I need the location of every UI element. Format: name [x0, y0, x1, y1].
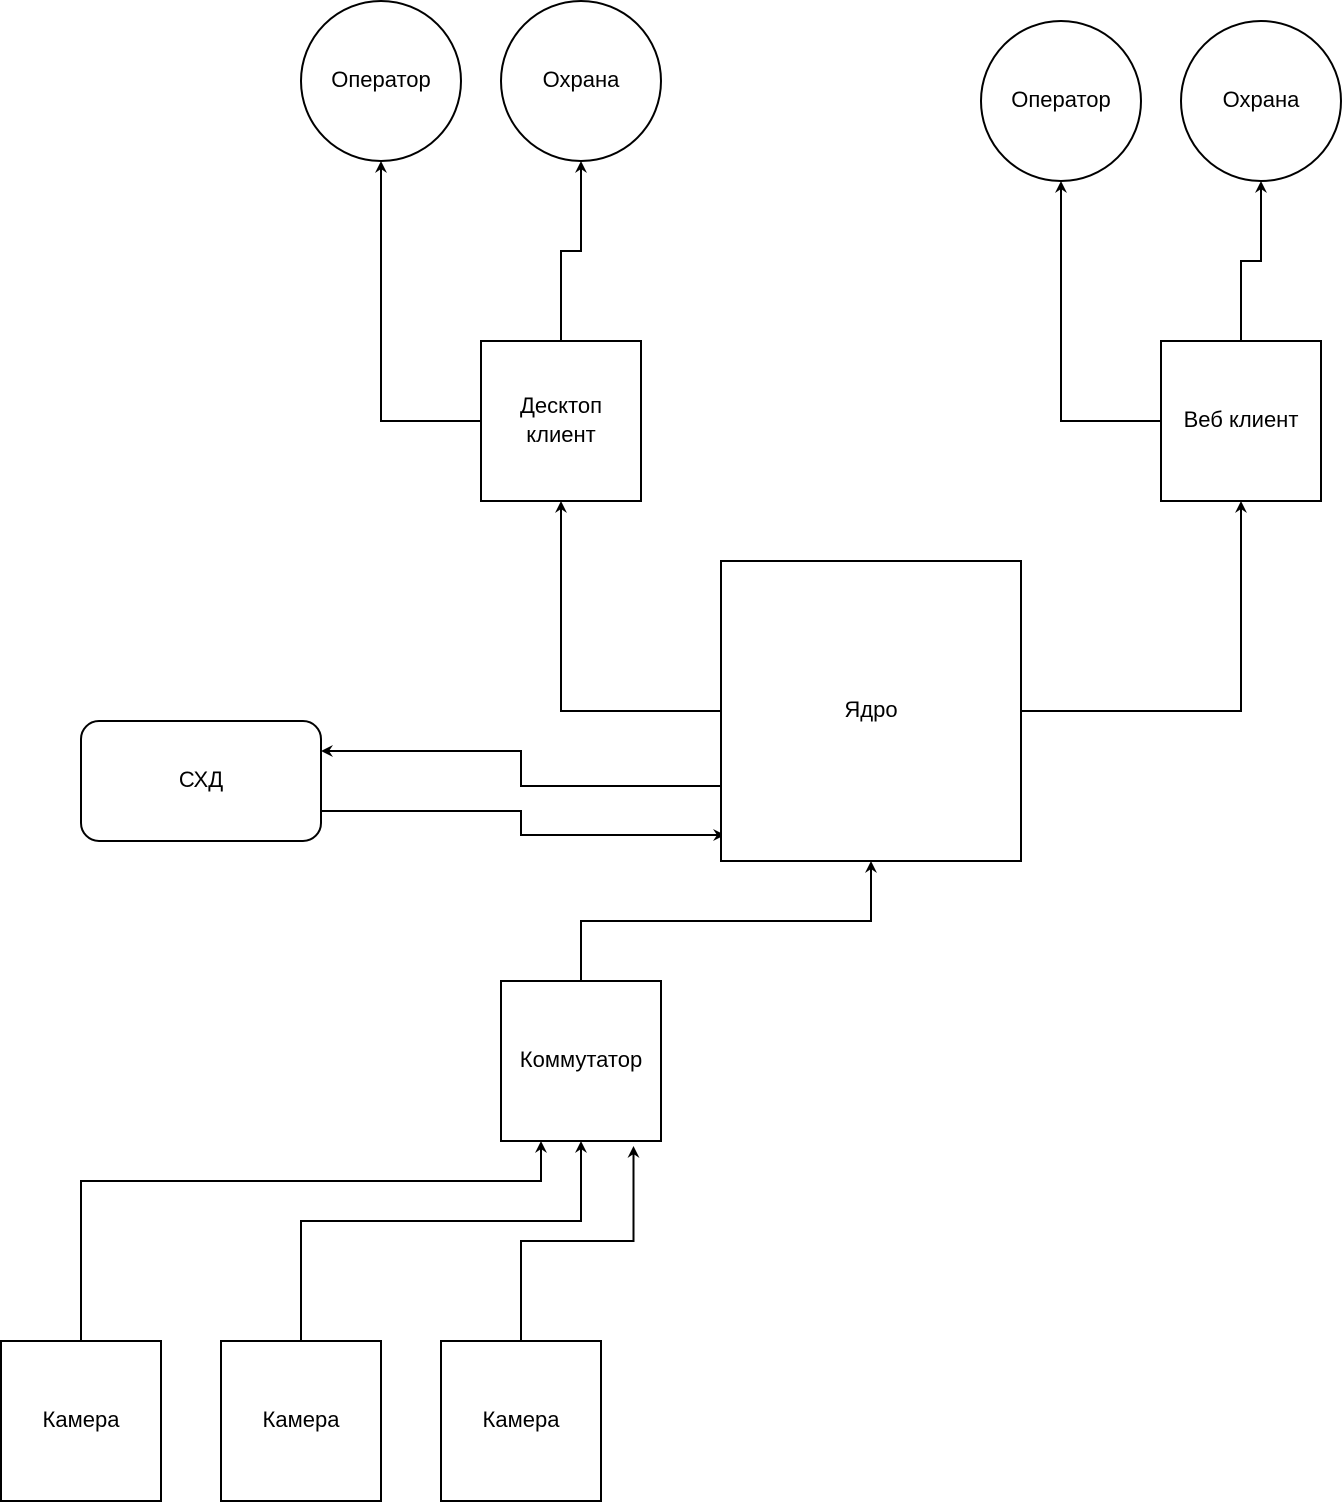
edge-core-to-web[interactable]	[1021, 501, 1247, 712]
operator-right-circle	[980, 20, 1142, 182]
edge-camera1-to-switch[interactable]	[80, 1141, 547, 1341]
edge-desktop-to-operator-left[interactable]	[375, 161, 481, 422]
edge-web-to-operator-right[interactable]	[1055, 181, 1161, 422]
desktop-client-box	[480, 340, 642, 502]
edge-core-to-desktop[interactable]	[555, 501, 721, 712]
edge-core-to-storage[interactable]	[321, 745, 721, 787]
node-desktop-client[interactable]: Десктоп клиент	[480, 340, 642, 502]
node-camera-3[interactable]: Камера	[440, 1340, 602, 1502]
guard-left-label: Охрана	[543, 67, 620, 92]
node-guard-left[interactable]: Охрана	[500, 0, 662, 162]
edges	[80, 161, 1267, 1341]
core-label: Ядро	[844, 697, 897, 722]
edge-camera2-to-switch[interactable]	[300, 1141, 587, 1341]
node-storage[interactable]: СХД	[80, 720, 322, 842]
camera-2-box	[220, 1340, 382, 1502]
guard-right-circle	[1180, 20, 1342, 182]
operator-left-circle	[300, 0, 462, 162]
node-camera-1[interactable]: Камера	[0, 1340, 162, 1502]
storage-box	[80, 720, 322, 842]
web-client-label: Веб клиент	[1184, 407, 1299, 432]
edge-web-to-guard-right[interactable]	[1240, 181, 1267, 341]
operator-left-label: Оператор	[331, 67, 431, 92]
storage-label: СХД	[179, 767, 223, 792]
operator-right-label: Оператор	[1011, 87, 1111, 112]
camera-2-label: Камера	[263, 1407, 341, 1432]
edge-camera3-to-switch[interactable]	[520, 1146, 640, 1341]
node-guard-right[interactable]: Охрана	[1180, 20, 1342, 182]
node-core[interactable]: Ядро	[720, 560, 1022, 862]
edge-desktop-to-guard-left[interactable]	[560, 161, 587, 341]
web-client-box	[1160, 340, 1322, 502]
desktop-client-label-line2: клиент	[526, 422, 595, 447]
camera-3-box	[440, 1340, 602, 1502]
desktop-client-label-line1: Десктоп	[520, 393, 602, 418]
edge-storage-to-core[interactable]	[321, 810, 725, 841]
node-web-client[interactable]: Веб клиент	[1160, 340, 1322, 502]
node-camera-2[interactable]: Камера	[220, 1340, 382, 1502]
camera-3-label: Камера	[483, 1407, 561, 1432]
node-operator-right[interactable]: Оператор	[980, 20, 1142, 182]
core-box	[720, 560, 1022, 862]
camera-1-label: Камера	[43, 1407, 121, 1432]
node-switch[interactable]: Коммутатор	[500, 980, 662, 1142]
guard-left-circle	[500, 0, 662, 162]
switch-box	[500, 980, 662, 1142]
guard-right-label: Охрана	[1223, 87, 1300, 112]
edge-switch-to-core[interactable]	[580, 861, 877, 981]
camera-1-box	[0, 1340, 162, 1502]
switch-label: Коммутатор	[520, 1047, 642, 1072]
node-operator-left[interactable]: Оператор	[300, 0, 462, 162]
